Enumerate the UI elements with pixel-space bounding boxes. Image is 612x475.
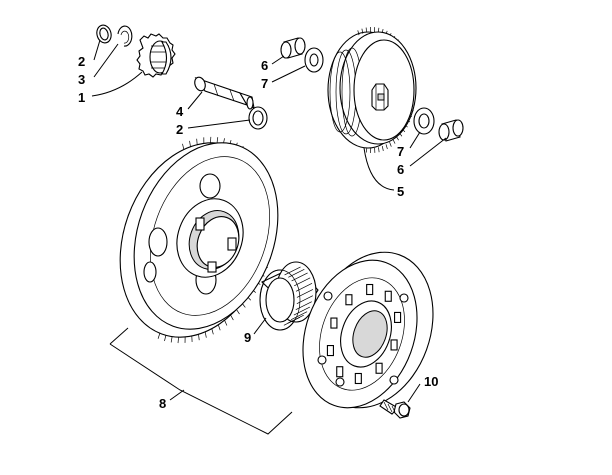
gear-tooth	[385, 144, 388, 150]
gear-tooth	[182, 143, 185, 150]
gear-tooth	[204, 331, 207, 338]
clutch-roller	[330, 317, 338, 329]
bearing-needle	[295, 301, 312, 310]
leader-lines	[91, 39, 447, 435]
bushing-part-6-bottom	[438, 119, 464, 142]
callout-8: 8	[159, 396, 166, 411]
gear-tooth	[389, 141, 392, 147]
gear-tooth	[365, 147, 368, 153]
callout-2-top: 2	[78, 54, 85, 69]
bearing-needle	[290, 311, 308, 321]
clutch-roller	[326, 345, 334, 357]
washer-part-2-bottom	[248, 106, 268, 130]
clutch-roller	[354, 372, 362, 385]
needle-bearing-part-9	[259, 261, 319, 331]
callout-3: 3	[78, 72, 85, 87]
gear-tooth	[170, 336, 173, 343]
callout-7-top: 7	[261, 76, 268, 91]
gear-tooth	[164, 335, 167, 342]
gear-tooth	[392, 139, 396, 144]
clutch-drum-part-5	[327, 27, 417, 153]
bearing-needle	[293, 306, 310, 316]
bearing-needle	[296, 295, 313, 304]
starter-gear-part-8	[119, 136, 279, 344]
gear-tooth	[224, 320, 228, 326]
clutch-roller	[345, 294, 353, 306]
one-way-clutch	[302, 251, 434, 409]
gear-tooth	[157, 333, 161, 339]
clutch-roller	[384, 290, 392, 302]
callout-10: 10	[424, 374, 438, 389]
clutch-roller	[375, 362, 383, 374]
gear-tooth	[365, 27, 367, 33]
gear-tooth	[230, 314, 234, 321]
gear-tooth	[177, 337, 179, 344]
bearing-needle	[283, 316, 301, 326]
gear-tooth	[217, 324, 221, 331]
callout-6-bottom: 6	[397, 162, 404, 177]
bolt-part-10	[379, 399, 411, 419]
bearing-needle	[284, 266, 301, 276]
pinion-gear-part-1	[136, 33, 176, 78]
washer-part-7-top	[304, 47, 324, 73]
callout-5: 5	[397, 184, 404, 199]
gear-tooth	[236, 309, 240, 315]
gear-tooth	[357, 30, 360, 36]
callout-6-top: 6	[261, 58, 268, 73]
clutch-roller	[390, 339, 398, 351]
gear-tooth	[381, 145, 384, 151]
bushing-part-6-top	[280, 37, 306, 59]
callout-labels: 2 3 1 4 2 6 7 7 6 5 9 8 10	[78, 54, 438, 411]
gear-tooth	[211, 328, 214, 335]
gear-tooth	[216, 137, 219, 144]
callout-4: 4	[176, 104, 184, 119]
callout-7-bottom: 7	[397, 144, 404, 159]
clutch-roller	[336, 366, 344, 378]
clutch-roller	[366, 283, 374, 296]
bearing-needle	[291, 272, 308, 282]
gear-tooth	[378, 147, 380, 153]
callout-2-bottom: 2	[176, 122, 183, 137]
shaft-part-4	[194, 76, 255, 110]
washer-part-7-bottom	[413, 107, 435, 135]
callout-9: 9	[244, 330, 251, 345]
callout-1: 1	[78, 90, 85, 105]
snap-ring-part-3	[117, 25, 133, 47]
gear-tooth	[198, 334, 200, 341]
gear-tooth	[361, 28, 364, 34]
gear-tooth	[189, 140, 191, 147]
clutch-roller	[394, 311, 402, 323]
washer-part-2-top	[96, 24, 112, 44]
bearing-needle	[288, 269, 305, 278]
